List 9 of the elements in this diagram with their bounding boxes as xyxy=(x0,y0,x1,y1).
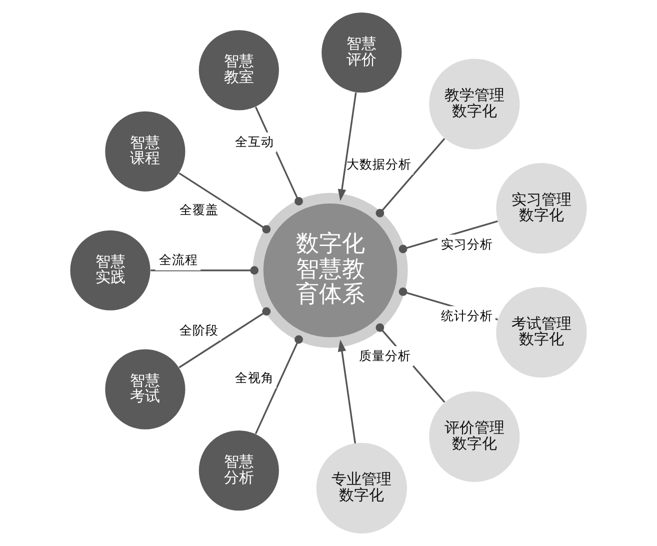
edge-label: 大数据分析 xyxy=(346,156,412,172)
edge-label: 全阶段 xyxy=(180,322,219,338)
edge-label: 全流程 xyxy=(158,252,198,268)
edge-label: 全覆盖 xyxy=(180,202,219,218)
edge-label: 统计分析 xyxy=(441,308,494,323)
edge-label: 实习分析 xyxy=(441,236,494,252)
edge-label: 质量分析 xyxy=(359,348,412,363)
edge-label: 全视角 xyxy=(234,370,274,386)
edge-label: 全互动 xyxy=(234,134,274,150)
